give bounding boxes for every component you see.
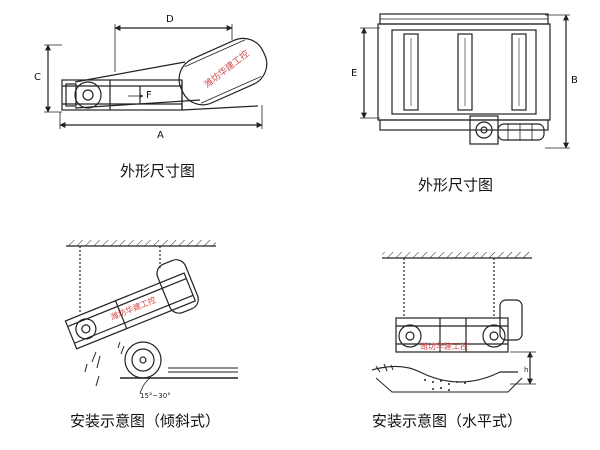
fig3-angle-label: 15°~30° [140, 392, 171, 400]
caption-fig1: 外形尺寸图 [120, 162, 196, 180]
fig1-drive-wheel [74, 81, 102, 109]
fig4-belt [371, 365, 518, 383]
fig4-machine [395, 317, 509, 353]
caption-fig4: 安装示意图（水平式） [372, 412, 523, 430]
fig4-horizontal-install [371, 252, 536, 393]
fig4-stamp: 潍坊华建工控 [420, 341, 468, 351]
fig3-machine [64, 272, 197, 350]
dim-f-label: F [146, 90, 152, 101]
caption-fig2: 外形尺寸图 [418, 176, 494, 194]
dim-a-label: A [157, 130, 164, 141]
fig3-inclined-install [64, 240, 238, 395]
caption-fig3: 安装示意图（倾斜式） [70, 412, 221, 430]
fig3-head-pulley [124, 341, 162, 379]
dim-b-label: B [571, 75, 578, 86]
fig1-side-view [44, 24, 268, 129]
dim-c-label: C [34, 72, 41, 83]
dim-d-label: D [166, 14, 174, 25]
fig4-height-label: h [524, 366, 528, 374]
fig2-top-view [360, 13, 570, 149]
fig3-stamp: 潍坊华建工控 [109, 295, 157, 322]
dim-e-label: E [351, 68, 357, 79]
